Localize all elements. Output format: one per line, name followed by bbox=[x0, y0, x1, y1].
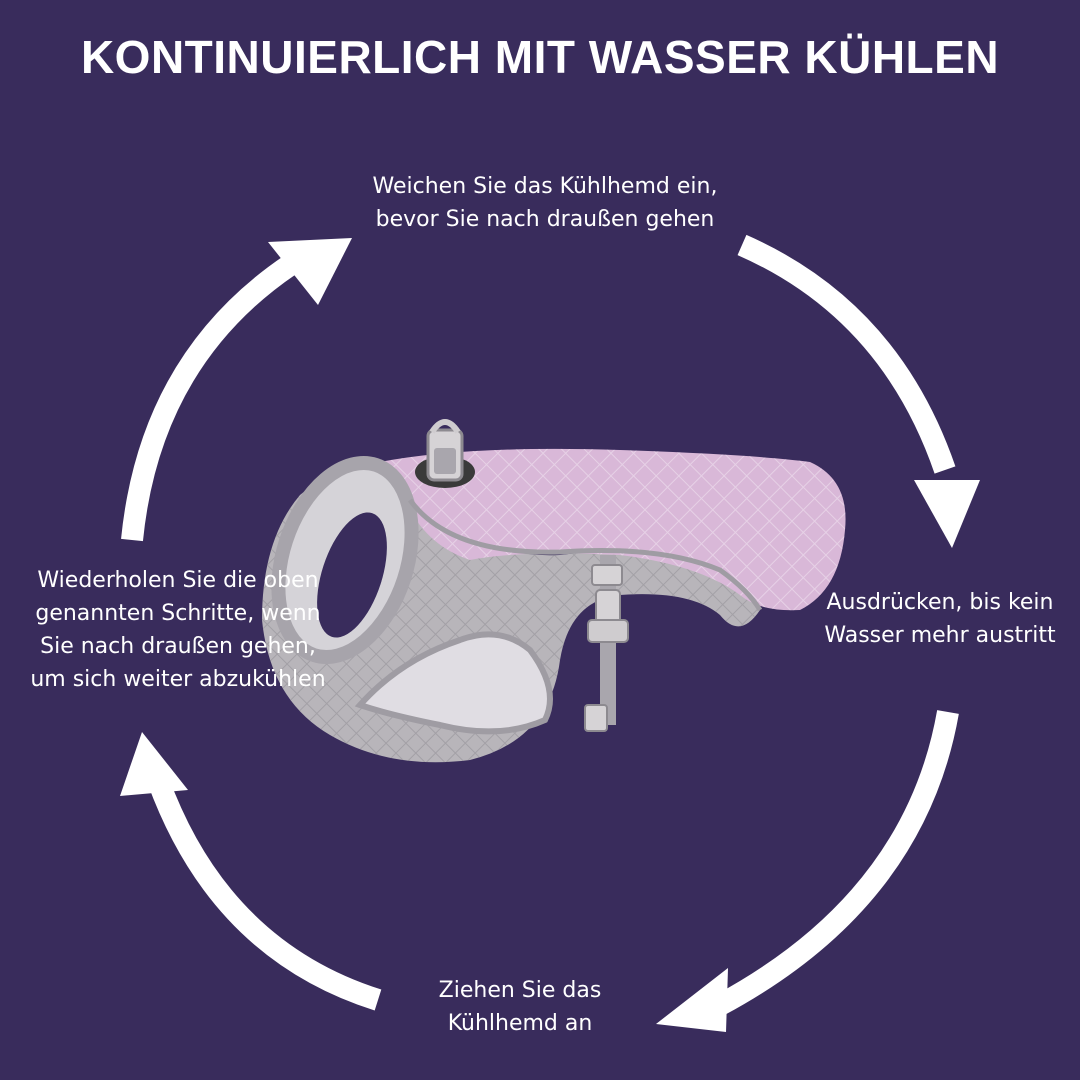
arrow-top-right bbox=[737, 234, 956, 474]
step-soak-text: Weichen Sie das Kühlhemd ein, bevor Sie … bbox=[372, 174, 718, 232]
arrowhead-left bbox=[120, 732, 188, 796]
arrow-bottom-left bbox=[147, 776, 382, 1011]
vest-leg-opening bbox=[354, 631, 553, 735]
arrowhead-right bbox=[914, 480, 980, 548]
step-wear-text: Ziehen Sie das Kühlhemd an bbox=[438, 978, 602, 1036]
page-title: KONTINUIERLICH MIT WASSER KÜHLEN bbox=[80, 31, 1000, 83]
arrow-bottom-right bbox=[714, 710, 959, 1015]
arrowhead-top bbox=[268, 238, 352, 305]
chest-buckle bbox=[584, 555, 629, 732]
leash-d-ring bbox=[415, 419, 475, 488]
step-wring-text: Ausdrücken, bis kein Wasser mehr austrit… bbox=[824, 590, 1056, 648]
arrow-top-left bbox=[121, 255, 297, 542]
arrowhead-bottom bbox=[656, 968, 728, 1032]
step-repeat-text: Wiederholen Sie die oben genannten Schri… bbox=[30, 568, 326, 692]
